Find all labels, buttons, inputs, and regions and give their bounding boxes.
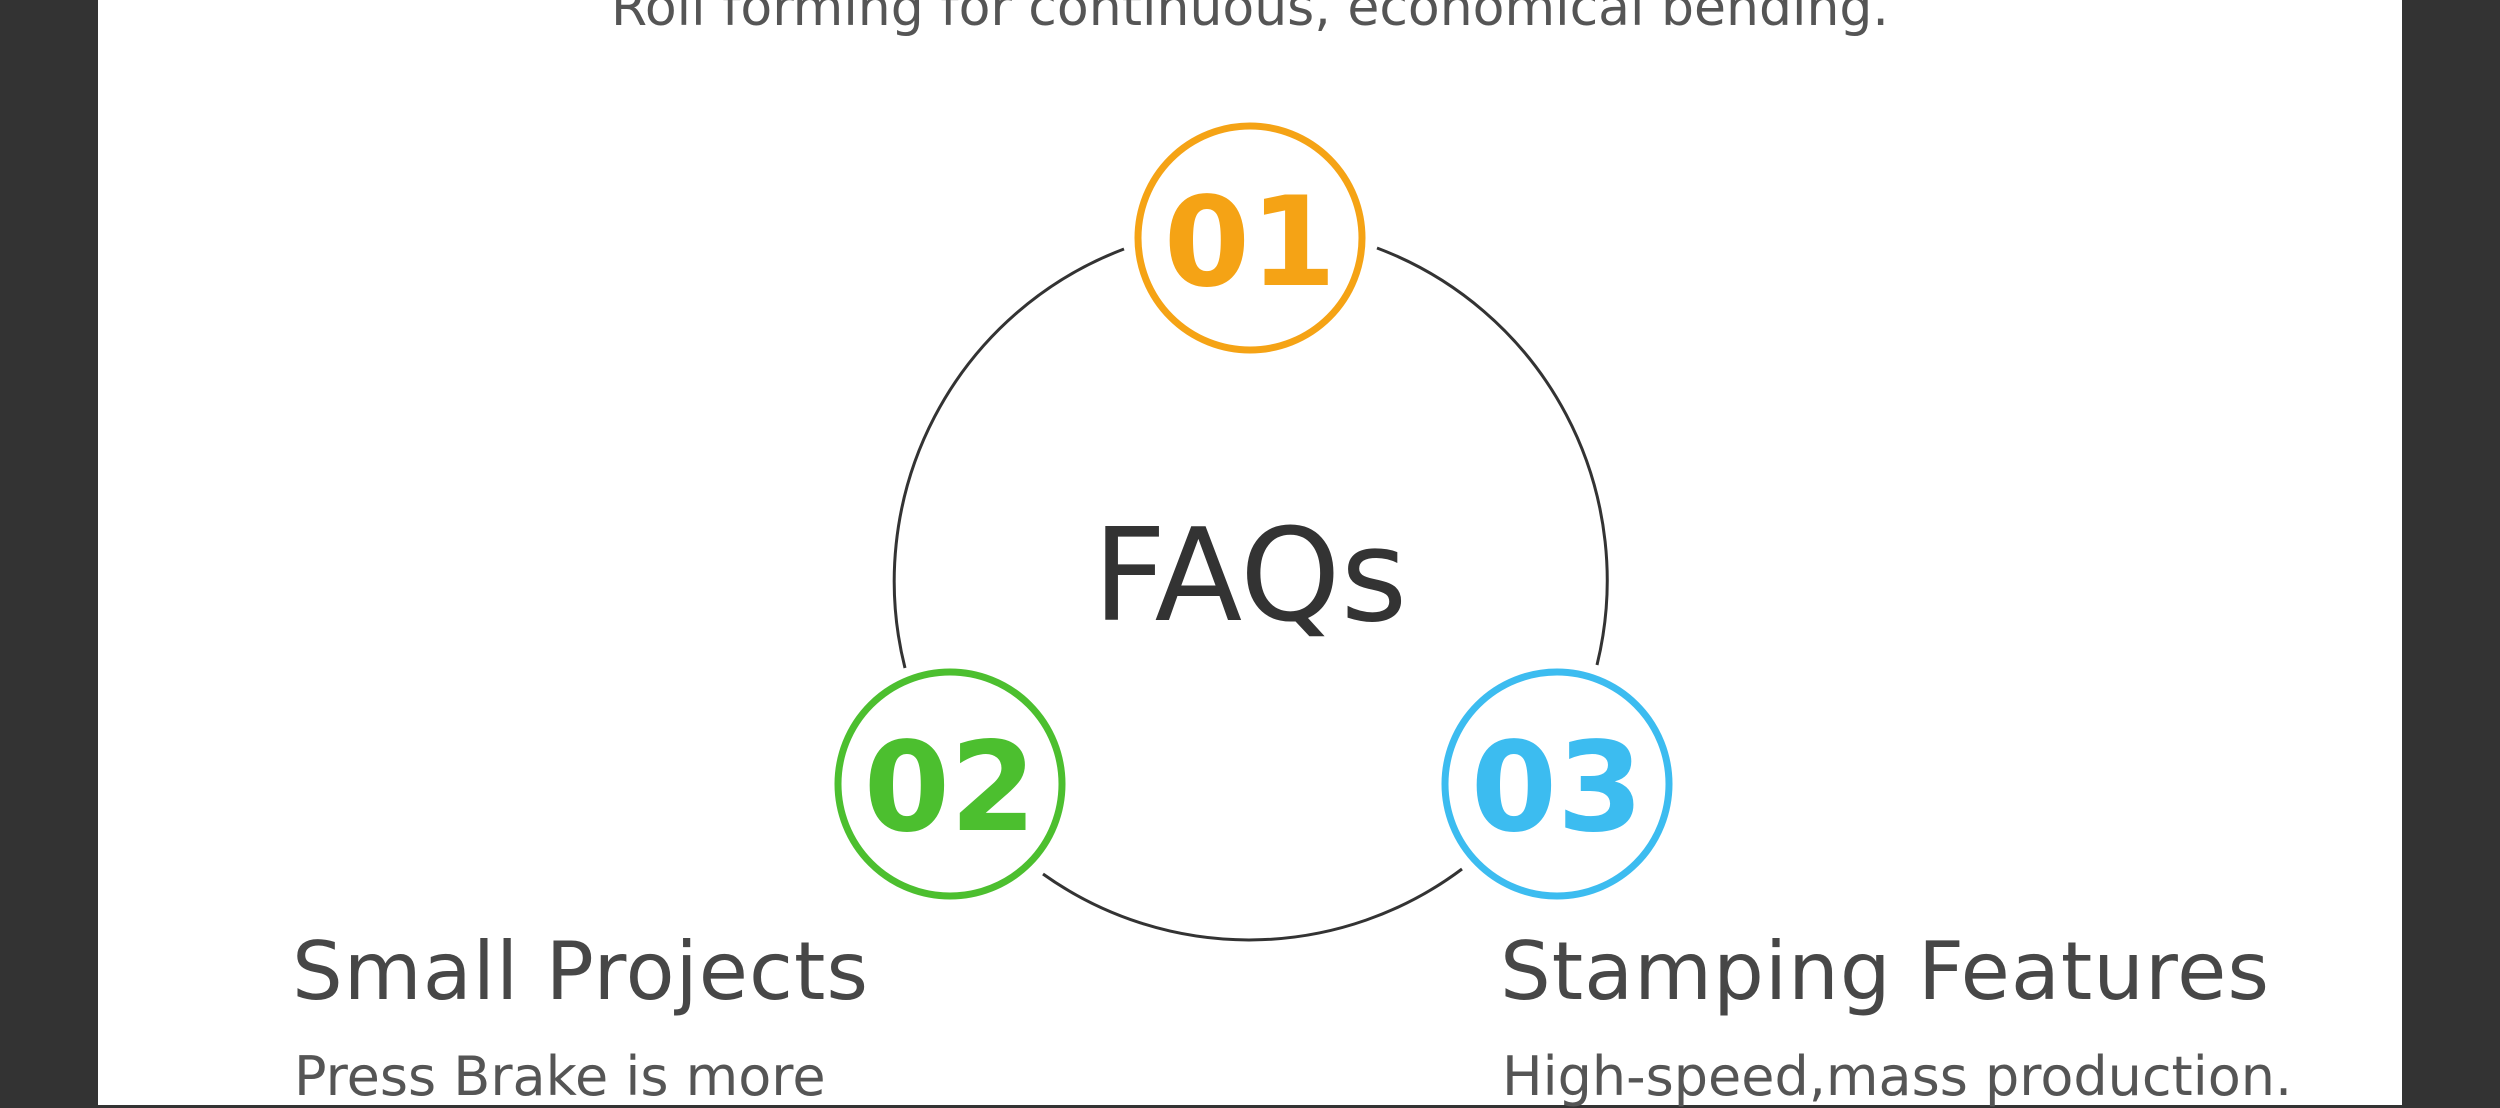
node-03-circle xyxy=(1441,668,1673,900)
node-02: 02 xyxy=(834,668,1066,900)
center-label: FAQs xyxy=(1093,502,1408,651)
ring-arc-right xyxy=(1376,246,1609,666)
node-01: 01 xyxy=(1134,122,1366,354)
small-projects-heading: Small Projects xyxy=(292,925,870,1018)
node-03-number: 03 xyxy=(1471,716,1644,860)
ring-arc-bottom xyxy=(1042,867,1463,942)
ring-arc-left xyxy=(892,247,1125,669)
node-01-number: 01 xyxy=(1164,171,1337,315)
node-02-circle xyxy=(834,668,1066,900)
top-caption: Roll forming for continuous, economical … xyxy=(611,0,1889,38)
stamping-features-heading: Stamping Features xyxy=(1500,925,2271,1018)
small-projects-description: Press Brake is more xyxy=(294,1045,826,1108)
node-01-circle xyxy=(1134,122,1366,354)
node-02-number: 02 xyxy=(864,716,1037,860)
stamping-features-description: High-speed,mass production. xyxy=(1502,1045,2293,1108)
node-03: 03 xyxy=(1441,668,1673,900)
